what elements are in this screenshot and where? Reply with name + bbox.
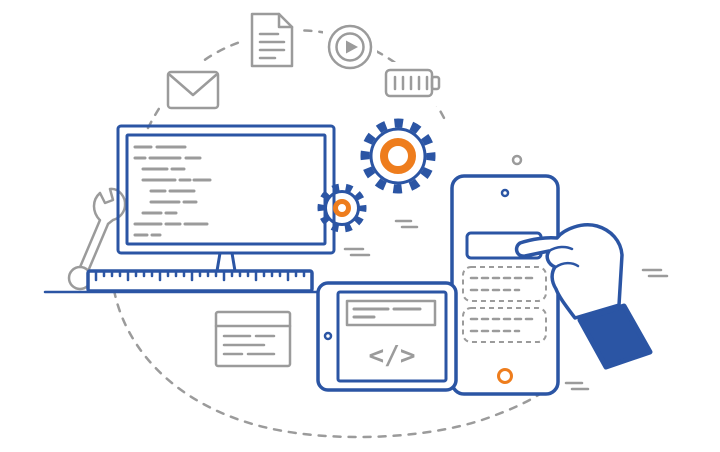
hand-cuff xyxy=(577,303,653,370)
gear-large xyxy=(360,118,436,194)
document-icon xyxy=(250,12,294,68)
code-symbol: </> xyxy=(369,341,416,371)
ruler xyxy=(86,269,314,293)
touch-hand xyxy=(514,223,653,370)
dashed-orbit-bottom xyxy=(112,288,542,439)
code-lines xyxy=(133,145,212,237)
smartphone xyxy=(450,174,560,396)
tablet: </> xyxy=(316,281,458,392)
desktop-monitor-code-screen xyxy=(116,124,336,255)
battery-icon xyxy=(384,68,441,98)
patch xyxy=(244,6,300,72)
speed-lines xyxy=(343,154,669,391)
gear-hub-orange-small xyxy=(333,199,351,217)
decor-circle xyxy=(511,154,523,166)
phone-home-button xyxy=(497,368,513,384)
gear-small xyxy=(317,183,367,233)
tablet-camera xyxy=(323,331,333,341)
email-icon xyxy=(166,70,220,110)
tablet-browser-window xyxy=(345,299,437,327)
note-window xyxy=(214,310,292,368)
video-play-icon xyxy=(327,24,373,70)
phone-speaker-dot xyxy=(500,188,510,198)
patch xyxy=(380,62,446,106)
gear-hub-orange xyxy=(380,138,416,174)
phone-list-placeholders xyxy=(462,266,547,343)
